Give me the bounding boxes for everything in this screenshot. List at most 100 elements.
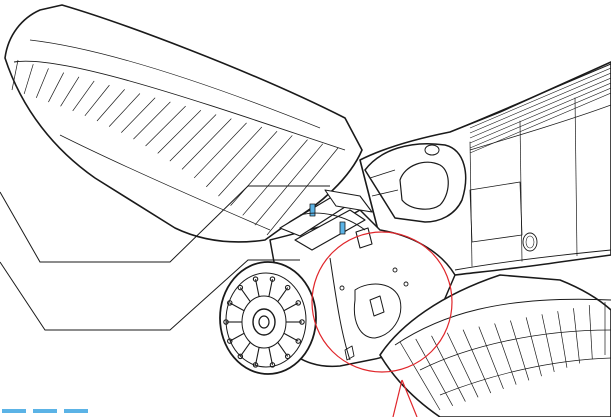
fuselage-frame: [519, 120, 523, 262]
wing-rib: [254, 143, 324, 226]
fold-pin-highlight-2: [339, 221, 346, 235]
wing-rib: [181, 118, 232, 170]
upper-wing-panel-line: [29, 39, 321, 129]
fuselage-access-port-inner: [525, 235, 535, 249]
blue-tab-marks: [2, 409, 88, 413]
cylinder-head: [252, 276, 259, 282]
cowling-bracket: [369, 295, 385, 317]
wing-rib: [60, 76, 80, 107]
cockpit-frame-line: [369, 169, 399, 197]
engine-cylinder: [268, 278, 273, 297]
fuselage-spine: [454, 63, 611, 131]
lower-wing-rib: [462, 329, 492, 394]
cylinder-head: [237, 284, 244, 291]
fuselage-hatch: [469, 181, 523, 243]
engine-hub: [252, 308, 276, 336]
fuselage-frame: [574, 97, 578, 257]
cockpit-rim: [364, 143, 467, 223]
cylinder-head: [295, 300, 301, 306]
lower-wing-ribs: [399, 302, 606, 411]
wing-fold-mechanism: [279, 189, 373, 251]
engine-cylinder: [239, 287, 251, 302]
upper-wing: [4, 4, 363, 243]
detail-leader-left: [392, 379, 403, 417]
lower-wing-rib: [415, 338, 453, 406]
engine-cylinder: [255, 278, 260, 297]
cockpit-opening: [399, 161, 449, 210]
cylinder-head: [227, 300, 233, 306]
engine-cylinders: [223, 276, 305, 368]
wing-rib: [11, 59, 19, 91]
fuselage-belly-line: [454, 249, 611, 271]
cowling-rivet-2: [392, 267, 398, 273]
cowling-rivet-1: [339, 285, 345, 291]
lower-wing-rib: [573, 308, 580, 364]
cylinder-head: [227, 338, 233, 344]
fuselage-stripe: [469, 77, 611, 139]
wing-rib: [108, 93, 141, 127]
lower-wing-leading-edge: [394, 298, 611, 346]
fuselage-access-port: [522, 232, 538, 252]
detail-circle: [311, 231, 453, 373]
wing-rib: [169, 114, 217, 162]
upper-wing-outline: [4, 4, 363, 243]
cylinder-head: [269, 276, 276, 282]
wing-rib: [35, 68, 49, 99]
wing-rib: [206, 126, 263, 188]
engine-cylinder: [239, 342, 251, 357]
lower-wing-rib: [494, 323, 517, 385]
wing-rib: [23, 64, 34, 95]
cowling-side-panel: [353, 283, 402, 339]
callout-lines: [0, 185, 330, 331]
upper-wing-leading-edge: [13, 60, 346, 151]
lower-wing-rib: [525, 317, 542, 377]
fuselage-stripe: [469, 87, 611, 149]
lower-wing-rib: [541, 314, 555, 372]
cowling-flap-line: [329, 257, 351, 361]
callout-line-upper: [0, 185, 330, 263]
wing-rib: [48, 72, 65, 103]
detail-leader-right: [401, 379, 418, 417]
lower-wing-rib: [478, 326, 504, 389]
wing-rib: [145, 105, 186, 147]
wing-rib: [218, 131, 278, 197]
fuselage-top-stripes: [469, 67, 611, 154]
cowling-rivet-3: [403, 281, 409, 287]
lower-wing-rib: [431, 335, 466, 402]
cylinder-head: [269, 362, 276, 368]
lower-wing: [379, 274, 611, 417]
cylinder-head: [223, 319, 229, 325]
cylinder-head: [295, 338, 301, 344]
fuselage-upper-deck: [469, 104, 611, 151]
engine-cylinder: [268, 347, 273, 366]
wing-rib: [72, 80, 95, 112]
fuselage-stripe: [469, 82, 611, 144]
wing-rib: [121, 97, 156, 133]
tab-mark: [33, 409, 57, 413]
wing-rib: [84, 84, 110, 117]
cowling-exhaust: [344, 345, 355, 361]
upper-wing-ribs: [11, 59, 339, 236]
lower-wing-panel-line: [419, 329, 611, 371]
engine-cylinder: [277, 287, 289, 302]
tab-mark: [64, 409, 88, 413]
lower-wing-rib: [557, 311, 568, 368]
wing-rib: [157, 110, 202, 154]
cylinder-head: [252, 362, 259, 368]
wing-rib: [266, 147, 339, 236]
fold-strut: [324, 189, 373, 213]
lower-wing-rib: [510, 320, 530, 381]
fuselage-stripe: [469, 67, 611, 129]
wing-rib: [230, 135, 293, 206]
cylinder-head: [237, 353, 244, 360]
fuselage-stripe: [469, 72, 611, 134]
cylinder-head: [284, 353, 291, 360]
cylinder-head: [284, 284, 291, 291]
fold-pin-highlight-1: [309, 203, 316, 217]
wing-rib: [242, 139, 308, 216]
engine-cylinder: [255, 347, 260, 366]
cockpit-area: [364, 143, 467, 223]
engine-hub-core: [258, 315, 270, 329]
